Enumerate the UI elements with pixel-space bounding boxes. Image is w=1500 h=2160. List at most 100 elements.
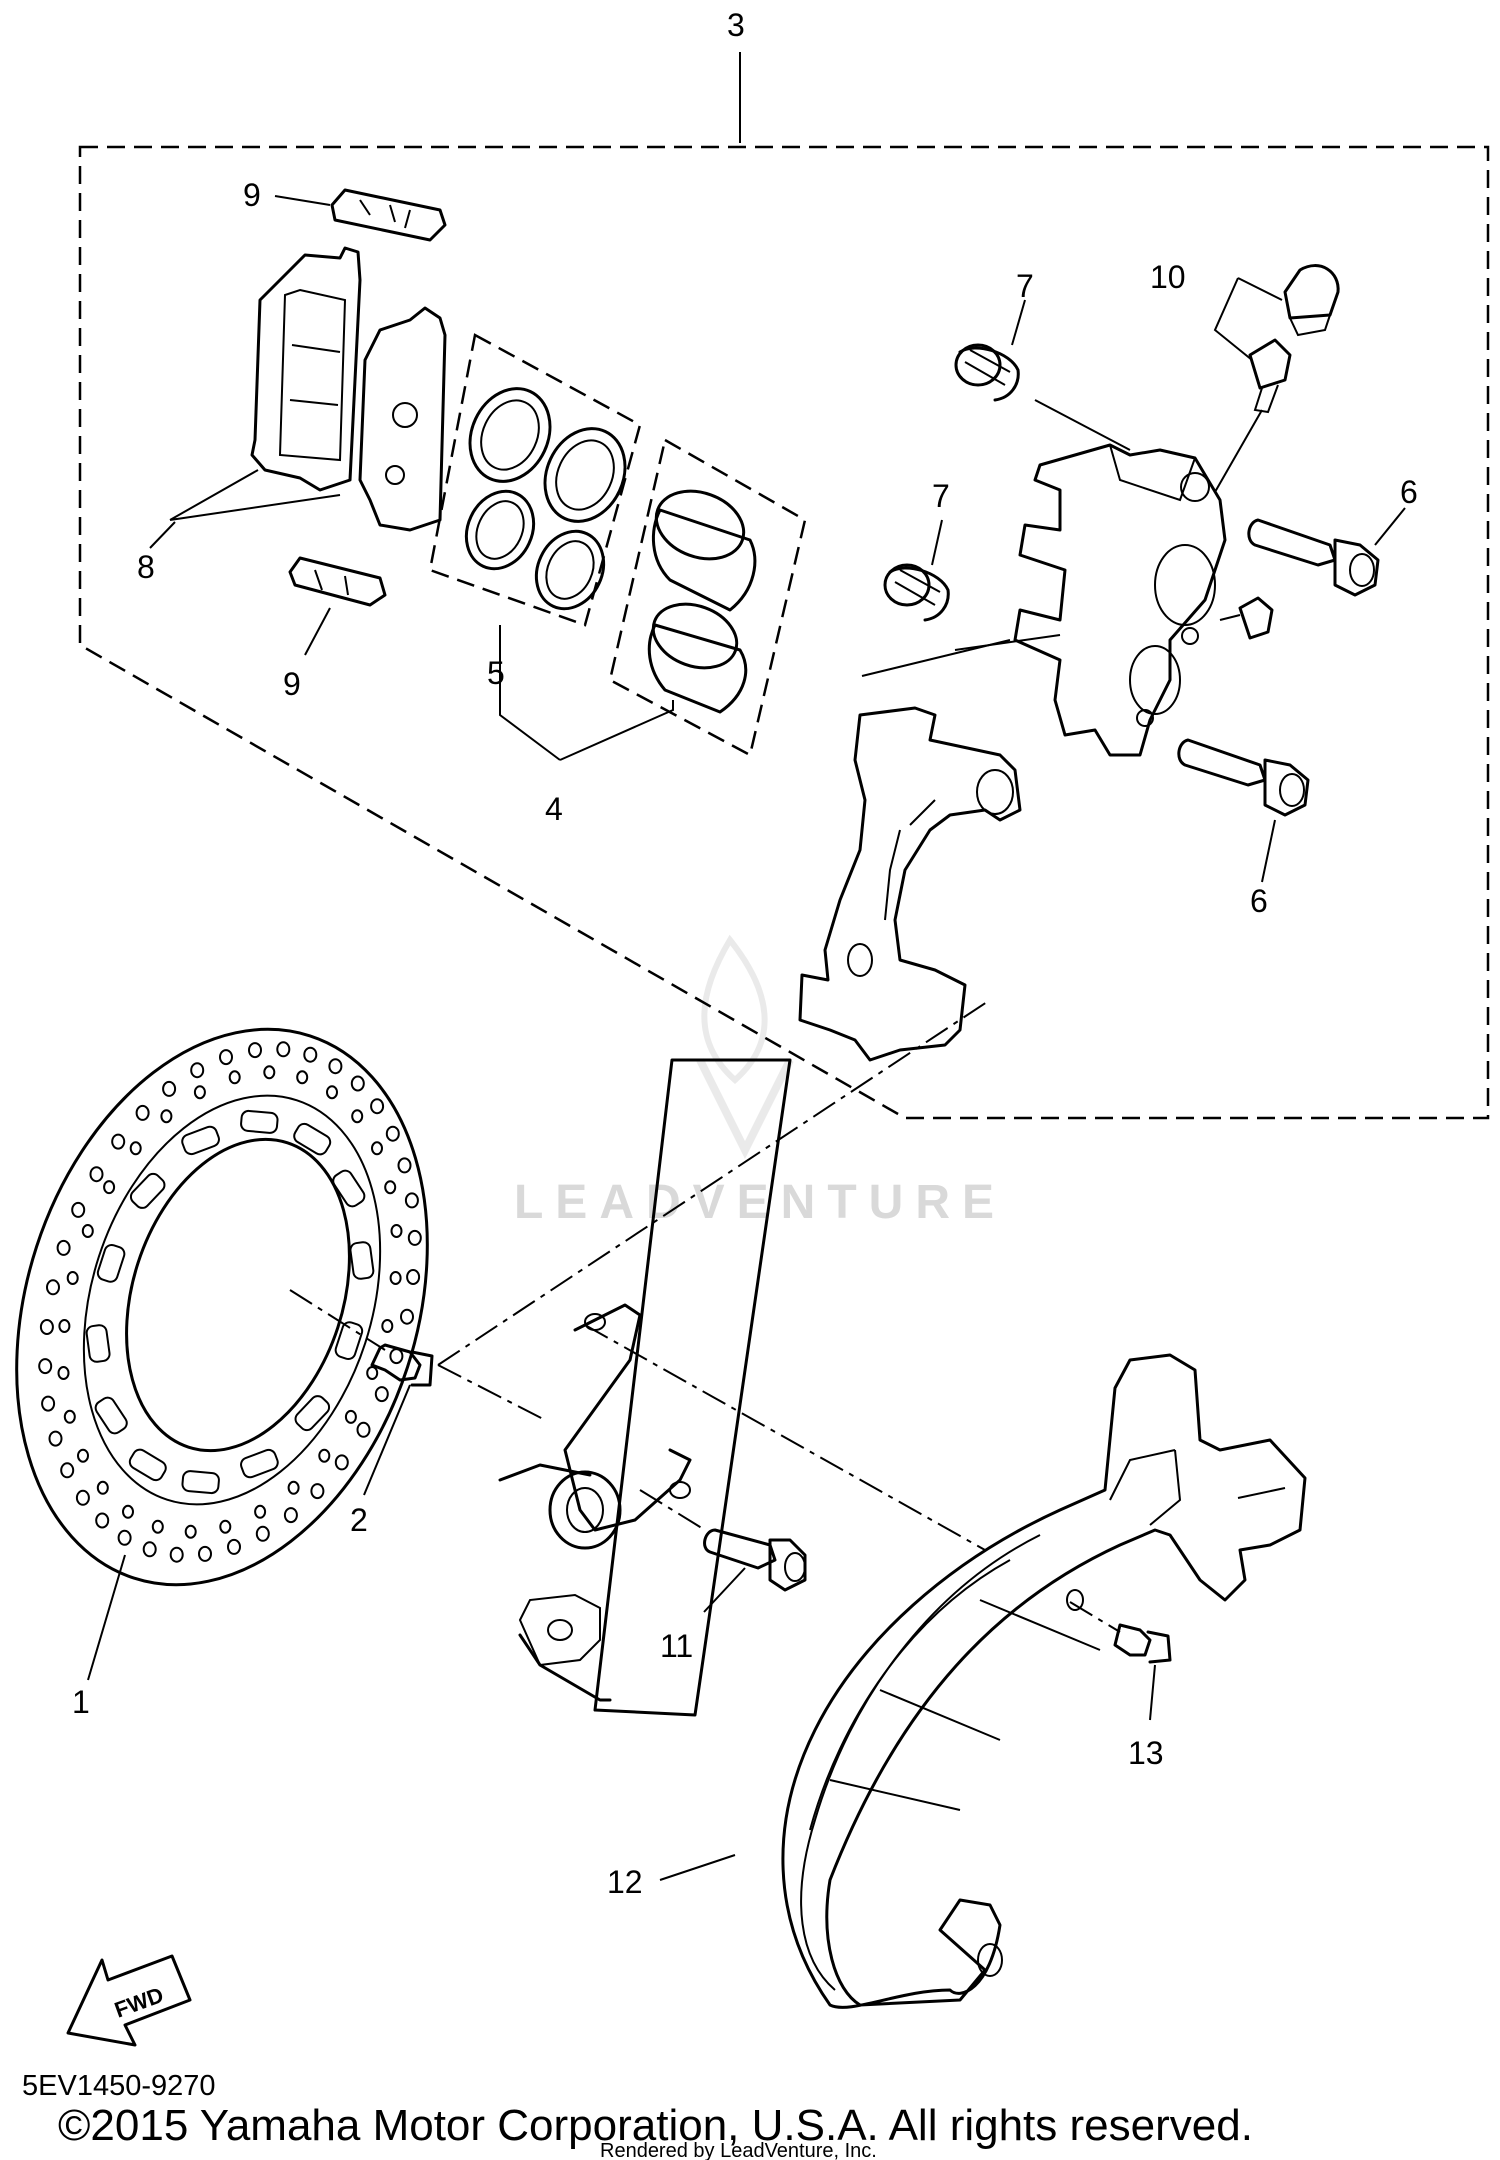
disc-slot — [240, 1448, 279, 1479]
callout-2: 2 — [350, 1502, 368, 1538]
bleed-screw-cap — [1283, 264, 1340, 337]
disc-guard — [781, 1353, 1307, 2009]
callout-13: 13 — [1128, 1735, 1164, 1771]
disc-inner-hole — [151, 1519, 164, 1534]
disc-outer-hole — [38, 1358, 53, 1375]
disc-outer-hole — [95, 1512, 110, 1529]
disc-inner-hole — [366, 1366, 379, 1380]
callout-6-upper: 6 — [1400, 474, 1418, 510]
disc-outer-hole — [404, 1192, 419, 1209]
brake-pad-front — [250, 246, 362, 492]
caliper-mount-bolt — [703, 1528, 807, 1592]
disc-inner-hole — [228, 1070, 241, 1085]
disc-inner-hole — [57, 1366, 70, 1380]
callout-5: 5 — [487, 655, 505, 691]
disc-outer-hole — [135, 1104, 150, 1121]
disc-inner-hole — [96, 1480, 109, 1495]
disc-outer-hole — [162, 1080, 177, 1097]
disc-outer-hole — [385, 1125, 400, 1142]
disc-outer-hole — [111, 1133, 126, 1150]
callout-9-top: 9 — [243, 177, 261, 213]
disc-inner-hole — [219, 1519, 232, 1534]
forward-direction-arrow: FWD — [66, 1954, 192, 2047]
disc-inner-hole — [384, 1180, 397, 1195]
disc-inner-hole — [344, 1409, 357, 1424]
front-fork-leg — [498, 1058, 792, 1717]
disc-inner-hole — [318, 1448, 331, 1463]
callout-7-upper: 7 — [1016, 268, 1034, 304]
caliper-pin-upper — [1247, 518, 1380, 597]
callout-1: 1 — [72, 1684, 90, 1720]
disc-slot — [294, 1395, 331, 1432]
disc-outer-hole — [310, 1483, 325, 1500]
caliper-pistons — [647, 489, 757, 714]
callout-6-lower: 6 — [1250, 883, 1268, 919]
disc-outer-hole — [41, 1395, 56, 1412]
disc-outer-hole — [406, 1269, 421, 1285]
disc-outer-hole — [397, 1157, 412, 1174]
disc-slot — [129, 1172, 166, 1209]
caliper-bracket — [798, 706, 1022, 1062]
callout-7-lower: 7 — [932, 478, 950, 514]
disc-outer-hole — [48, 1430, 63, 1447]
disc-inner-hole — [351, 1109, 364, 1124]
disc-slot — [332, 1169, 366, 1208]
disc-outer-hole — [407, 1229, 422, 1246]
watermark-text: LEADVENTURE — [514, 1176, 1006, 1229]
rendered-by-credit: Rendered by LeadVenture, Inc. — [600, 2140, 877, 2160]
disc-vent-holes — [38, 1041, 422, 1563]
disc-inner-hole — [193, 1085, 206, 1100]
disc-slot — [96, 1244, 126, 1283]
pin-boot-lower — [883, 563, 950, 622]
disc-outer-hole — [190, 1062, 205, 1079]
disc-inner-hole — [81, 1224, 94, 1238]
disc-outer-hole — [169, 1546, 184, 1563]
caliper-body — [1013, 443, 1227, 757]
disc-outer-hole — [374, 1386, 389, 1403]
bleeder-plug — [1219, 596, 1274, 640]
leadventure-watermark-logo — [696, 934, 794, 1159]
disc-inner-hole — [63, 1409, 76, 1424]
disc-guard-bolt — [1113, 1623, 1172, 1664]
disc-slot — [181, 1470, 220, 1495]
disc-slot — [94, 1396, 128, 1435]
callout-8: 8 — [137, 549, 155, 585]
disc-inner-hole — [381, 1319, 394, 1333]
disc-outer-hole — [117, 1529, 132, 1546]
callout-12: 12 — [607, 1864, 643, 1900]
disc-inner-hole — [66, 1271, 79, 1285]
pin-boot-upper — [954, 343, 1020, 402]
disc-outer-hole — [356, 1421, 371, 1438]
disc-outer-hole — [328, 1058, 343, 1075]
callout-3: 3 — [727, 7, 745, 43]
disc-inner-hole — [103, 1180, 116, 1195]
disc-slot — [349, 1241, 375, 1280]
disc-outer-hole — [198, 1545, 212, 1562]
disc-inner-hole — [184, 1524, 197, 1539]
disc-outer-hole — [283, 1507, 298, 1524]
disc-inner-hole — [389, 1271, 402, 1285]
disc-outer-hole — [400, 1308, 414, 1325]
piston-seals — [464, 387, 627, 611]
disc-outer-hole — [276, 1041, 291, 1058]
disc-slot — [128, 1448, 167, 1482]
disc-inner-hole — [371, 1141, 383, 1156]
caliper-assembly-boundary — [78, 145, 1490, 1120]
disc-outer-hole — [389, 1348, 404, 1365]
pad-spring-bottom — [288, 556, 387, 607]
disc-outer-hole — [71, 1201, 86, 1218]
disc-outer-hole — [350, 1075, 365, 1092]
disc-inner-hole — [58, 1319, 71, 1333]
disc-outer-hole — [60, 1462, 75, 1479]
callout-10: 10 — [1150, 259, 1186, 295]
disc-inner-hole — [326, 1085, 338, 1100]
disc-slot — [334, 1321, 364, 1360]
disc-inner-hole — [390, 1224, 403, 1238]
disc-outer-hole — [56, 1239, 71, 1256]
disc-outer-hole — [370, 1098, 385, 1115]
callout-4: 4 — [545, 791, 563, 827]
disc-outer-hole — [75, 1489, 90, 1506]
disc-slot — [181, 1125, 220, 1156]
disc-outer-hole — [46, 1279, 60, 1296]
